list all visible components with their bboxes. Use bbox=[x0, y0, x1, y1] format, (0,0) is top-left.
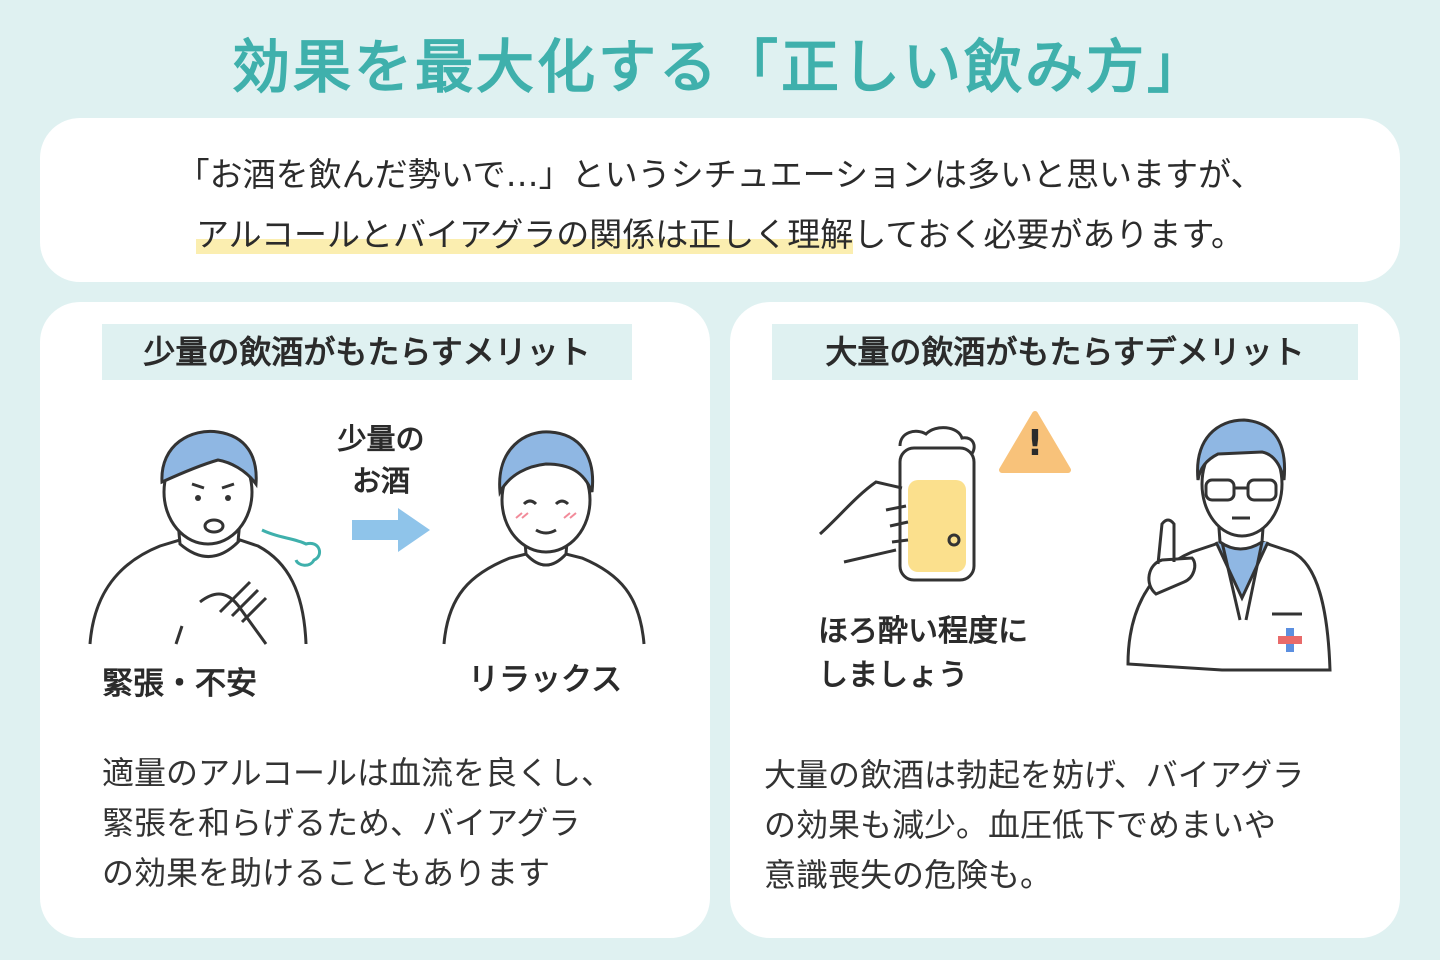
demerit-desc-line-2: の効果も減少。血圧低下でめまいや bbox=[764, 806, 1277, 844]
tense-man-illustration bbox=[88, 429, 308, 645]
arrow-label-line-1: 少量の bbox=[337, 422, 425, 456]
intro-box: 「お酒を飲んだ勢いで…」というシチュエーションは多いと思いますが、 アルコールと… bbox=[40, 118, 1400, 282]
arrow-right-icon bbox=[352, 508, 430, 552]
beer-caption: ほろ酔い程度に しましょう bbox=[818, 610, 1028, 698]
merit-desc-line-3: の効果を助けることもあります bbox=[102, 854, 551, 892]
beer-caption-line-1: ほろ酔い程度に bbox=[818, 614, 1028, 649]
doctor-illustration bbox=[1126, 418, 1332, 672]
intro-line-2: アルコールとバイアグラの関係は正しく理解しておく必要があります。 bbox=[40, 212, 1400, 258]
demerit-heading: 大量の飲酒がもたらすデメリット bbox=[772, 324, 1358, 380]
arrow-label: 少量の お酒 bbox=[322, 418, 440, 502]
demerit-description: 大量の飲酒は勃起を妨げ、バイアグラ の効果も減少。血圧低下でめまいや 意識喪失の… bbox=[764, 750, 1304, 900]
demerit-desc-line-1: 大量の飲酒は勃起を妨げ、バイアグラ bbox=[764, 756, 1305, 794]
intro-line-2-rest: しておく必要があります。 bbox=[853, 215, 1245, 254]
page-title: 効果を最大化する「正しい飲み方」 bbox=[231, 33, 1208, 101]
merit-desc-line-1: 適量のアルコールは血流を良くし、 bbox=[102, 754, 614, 792]
intro-line-1: 「お酒を飲んだ勢いで…」というシチュエーションは多いと思いますが、 bbox=[176, 155, 1264, 194]
beer-caption-line-2: しましょう bbox=[818, 658, 968, 693]
after-label: リラックス bbox=[468, 662, 623, 698]
demerit-card: 大量の飲酒がもたらすデメリット ! ほろ酔い程度に しましょう 大量の飲酒は勃起… bbox=[730, 302, 1400, 938]
demerit-desc-line-3: 意識喪失の危険も。 bbox=[764, 856, 1053, 894]
intro-highlight: アルコールとバイアグラの関係は正しく理解 bbox=[195, 215, 854, 254]
merit-card: 少量の飲酒がもたらすメリット 少量の お酒 緊張・不安 リラックス 適量のアルコ… bbox=[40, 302, 710, 938]
merit-desc-line-2: 緊張を和らげるため、バイアグラ bbox=[102, 804, 581, 842]
arrow-label-line-2: お酒 bbox=[351, 464, 410, 498]
beer-hand-illustration bbox=[818, 426, 976, 582]
warning-icon bbox=[999, 411, 1071, 473]
merit-description: 適量のアルコールは血流を良くし、 緊張を和らげるため、バイアグラ の効果を助ける… bbox=[102, 748, 613, 898]
before-label: 緊張・不安 bbox=[102, 666, 257, 702]
relaxed-man-illustration bbox=[442, 430, 646, 645]
warning-mark: ! bbox=[1026, 423, 1044, 464]
sigh-icon bbox=[261, 528, 322, 567]
merit-heading: 少量の飲酒がもたらすメリット bbox=[102, 324, 632, 380]
